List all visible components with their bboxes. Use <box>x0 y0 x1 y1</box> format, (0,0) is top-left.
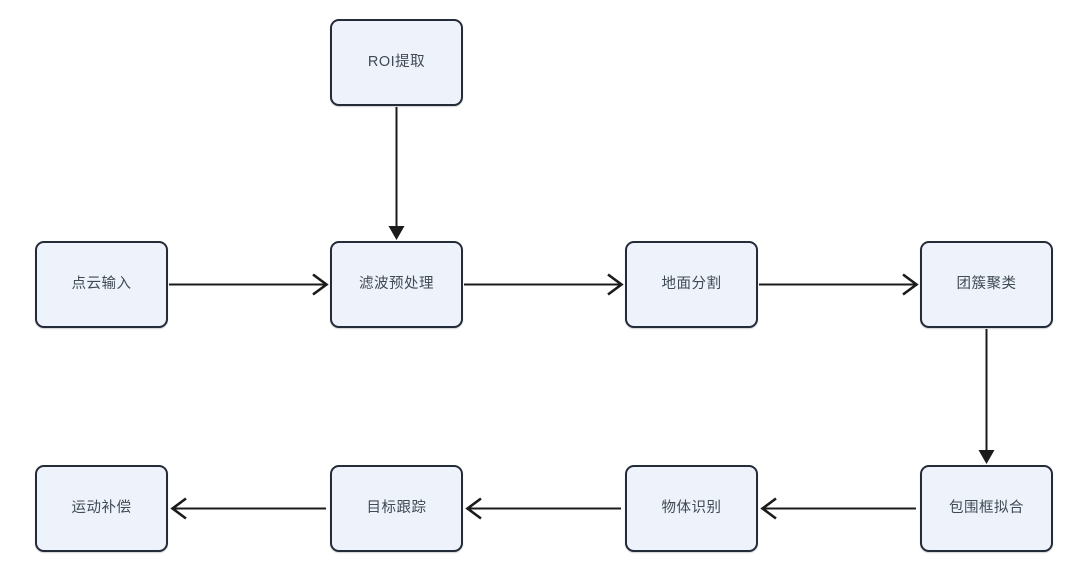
edge-filter-to-ground <box>464 273 624 296</box>
node-object-recognition[interactable]: 物体识别 <box>625 465 758 552</box>
node-roi-extraction[interactable]: ROI提取 <box>330 19 463 106</box>
node-cluster-clustering[interactable]: 团簇聚类 <box>920 241 1053 328</box>
node-label: 地面分割 <box>661 275 722 292</box>
node-point-cloud-input[interactable]: 点云输入 <box>35 241 168 328</box>
edge-bbox-to-recognize <box>760 497 916 520</box>
node-label: 点云输入 <box>71 275 132 292</box>
node-label: 团簇聚类 <box>956 275 1017 292</box>
node-bounding-box-fitting[interactable]: 包围框拟合 <box>920 465 1053 552</box>
node-label: 目标跟踪 <box>366 499 427 516</box>
node-target-tracking[interactable]: 目标跟踪 <box>330 465 463 552</box>
edge-ground-to-cluster <box>759 273 919 296</box>
node-filter-preprocessing[interactable]: 滤波预处理 <box>330 241 463 328</box>
node-label: 物体识别 <box>661 499 722 516</box>
node-label: 包围框拟合 <box>949 499 1024 516</box>
edge-input-to-filter <box>169 273 329 296</box>
edge-track-to-motion <box>170 497 326 520</box>
node-ground-segmentation[interactable]: 地面分割 <box>625 241 758 328</box>
edge-roi-to-filter <box>388 107 405 240</box>
edge-cluster-to-bbox <box>978 329 995 464</box>
node-motion-compensation[interactable]: 运动补偿 <box>35 465 168 552</box>
node-label: 运动补偿 <box>71 499 132 516</box>
node-label: 滤波预处理 <box>359 275 434 292</box>
edge-recognize-to-track <box>465 497 621 520</box>
node-label: ROI提取 <box>367 53 426 70</box>
